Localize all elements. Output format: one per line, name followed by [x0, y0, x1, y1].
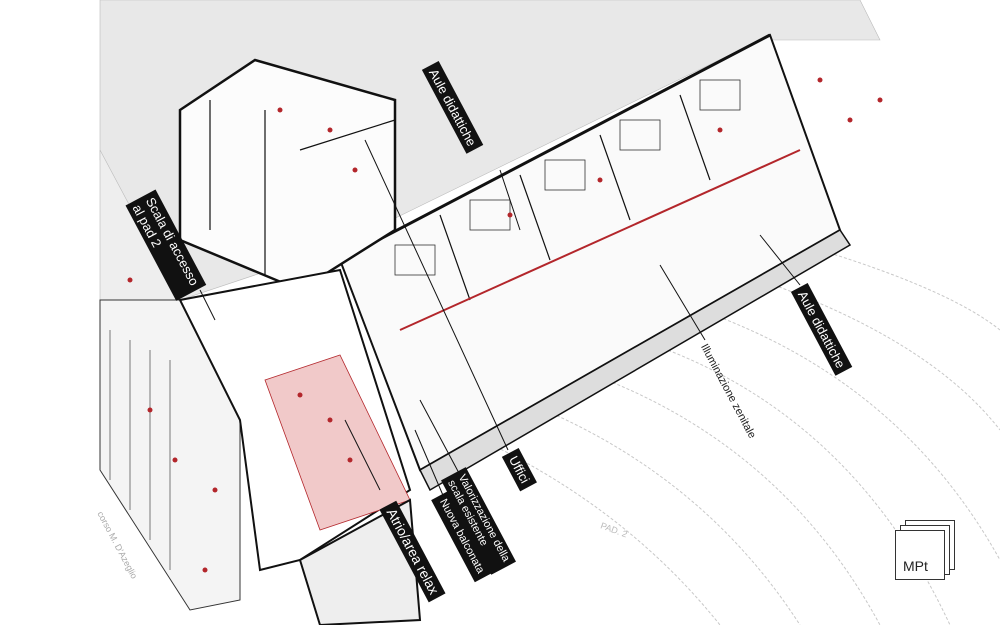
windows [394, 79, 741, 276]
leader-lines [199, 139, 801, 501]
mpt-logo: MPt [895, 520, 959, 582]
logo-text: MPt [903, 558, 928, 574]
classroom-block [338, 33, 852, 492]
logo-layer [895, 530, 945, 580]
people-figures [127, 77, 883, 573]
facade-building [99, 299, 241, 611]
